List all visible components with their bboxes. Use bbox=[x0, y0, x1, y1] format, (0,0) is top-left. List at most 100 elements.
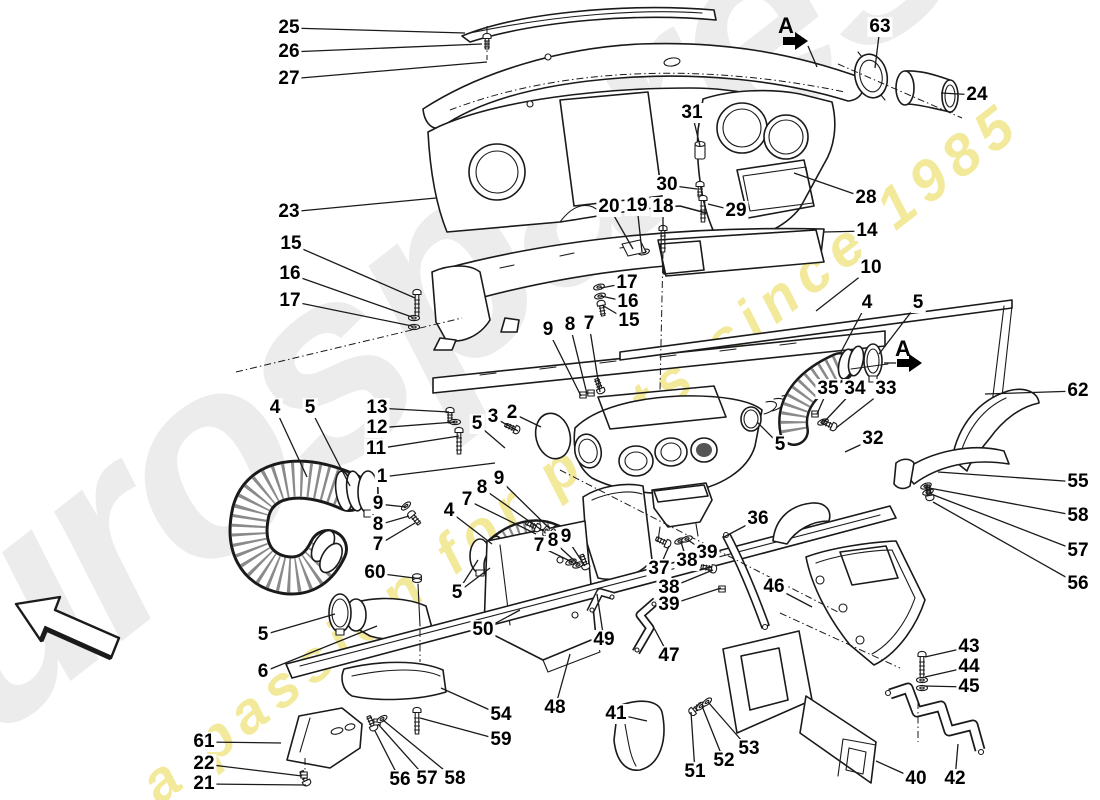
leader-line bbox=[481, 487, 544, 532]
leader-line bbox=[984, 390, 1079, 395]
leader-line bbox=[690, 711, 696, 773]
hardware bbox=[297, 32, 935, 788]
screw bbox=[482, 32, 492, 50]
leader-line bbox=[807, 45, 818, 68]
leader-line bbox=[492, 416, 519, 432]
leader-line bbox=[466, 499, 537, 535]
leader-line bbox=[377, 515, 410, 526]
z-bracket bbox=[632, 597, 659, 655]
leader-line bbox=[290, 243, 416, 299]
leader-line bbox=[756, 421, 781, 446]
vent-opening bbox=[618, 445, 654, 477]
leader-line bbox=[309, 407, 351, 487]
clip bbox=[300, 771, 308, 779]
clip-bracket bbox=[621, 239, 647, 257]
leader-line bbox=[375, 435, 460, 450]
bolt bbox=[917, 650, 927, 679]
center-bracket bbox=[651, 482, 713, 542]
dashboard-top-pad bbox=[422, 42, 865, 130]
air-vent-tube bbox=[895, 70, 959, 113]
vent-opening bbox=[654, 437, 688, 467]
leader-line bbox=[203, 783, 307, 786]
leader-line bbox=[954, 743, 959, 780]
leader-line bbox=[288, 197, 437, 213]
oval-plate bbox=[534, 412, 572, 460]
leader-line bbox=[419, 717, 502, 741]
leader-line bbox=[937, 471, 1079, 483]
gauge-hole-left bbox=[716, 102, 768, 154]
leader-line bbox=[498, 478, 550, 529]
view-arrow-label: A bbox=[778, 13, 794, 38]
hinge-bracket bbox=[772, 502, 831, 545]
leader-line bbox=[547, 329, 582, 397]
leader-line bbox=[924, 666, 970, 678]
leader-line bbox=[288, 43, 483, 53]
direction-arrow bbox=[14, 595, 121, 661]
leader-line bbox=[203, 741, 282, 744]
bolt bbox=[412, 706, 422, 735]
console-pocket bbox=[613, 700, 665, 771]
hose-clamp bbox=[863, 343, 883, 383]
seal-ring bbox=[573, 433, 603, 469]
trim-pad bbox=[341, 661, 447, 701]
under-panel-left bbox=[286, 707, 363, 769]
leader-line bbox=[554, 653, 571, 709]
center-console bbox=[722, 630, 877, 784]
leader-line bbox=[924, 646, 970, 658]
leader-line bbox=[668, 587, 722, 606]
leader-line bbox=[381, 462, 496, 478]
leader-line bbox=[875, 760, 917, 780]
leader-line bbox=[274, 407, 308, 478]
leader-line bbox=[377, 522, 416, 546]
washer bbox=[915, 676, 929, 684]
leader-line bbox=[569, 324, 588, 395]
center-duct-panel bbox=[582, 483, 653, 580]
glovebox-lid bbox=[805, 540, 926, 666]
leader-line bbox=[687, 539, 708, 554]
leader-line bbox=[835, 388, 887, 429]
hvac-unit bbox=[534, 394, 793, 495]
leader-line bbox=[203, 763, 303, 777]
clip bbox=[587, 389, 595, 397]
screw bbox=[819, 417, 839, 433]
air-vent-ring bbox=[853, 51, 889, 101]
leader-line bbox=[289, 300, 413, 327]
leader-line bbox=[923, 685, 970, 688]
duct-seal-ring bbox=[328, 593, 352, 636]
beam-bracket-left bbox=[431, 265, 491, 342]
center-opening bbox=[559, 91, 663, 207]
leader-line bbox=[932, 501, 1079, 585]
leader-line bbox=[596, 593, 605, 641]
leader-line bbox=[262, 625, 378, 673]
leader-line bbox=[701, 705, 725, 762]
defroster-strip bbox=[461, 6, 717, 43]
l-bracket bbox=[586, 588, 616, 614]
leader-line bbox=[476, 423, 506, 449]
screw bbox=[695, 180, 705, 198]
leader-line bbox=[289, 273, 413, 318]
leader-line bbox=[773, 586, 813, 608]
diagram-artwork bbox=[14, 6, 1040, 788]
view-arrow-label: A bbox=[895, 336, 911, 361]
mounting-bracket bbox=[884, 682, 986, 756]
left-flex-hose bbox=[228, 459, 379, 596]
leader-line bbox=[723, 518, 759, 538]
leader-line bbox=[376, 421, 456, 429]
leader-line bbox=[374, 730, 401, 781]
leader-line bbox=[440, 687, 502, 716]
leader-line bbox=[680, 541, 688, 562]
leader-line bbox=[288, 61, 488, 80]
side-trim-lower bbox=[893, 446, 1010, 490]
gauge-hole-right bbox=[763, 114, 809, 160]
leader-line bbox=[588, 323, 601, 393]
right-flex-hose bbox=[778, 343, 889, 446]
leader-line bbox=[653, 627, 670, 657]
leader-line bbox=[928, 487, 1079, 517]
speaker-hole bbox=[468, 143, 526, 201]
leader-line bbox=[288, 27, 466, 34]
hvac-top-opening bbox=[597, 385, 727, 430]
leader-line bbox=[262, 613, 336, 636]
leader-line bbox=[930, 493, 1079, 552]
